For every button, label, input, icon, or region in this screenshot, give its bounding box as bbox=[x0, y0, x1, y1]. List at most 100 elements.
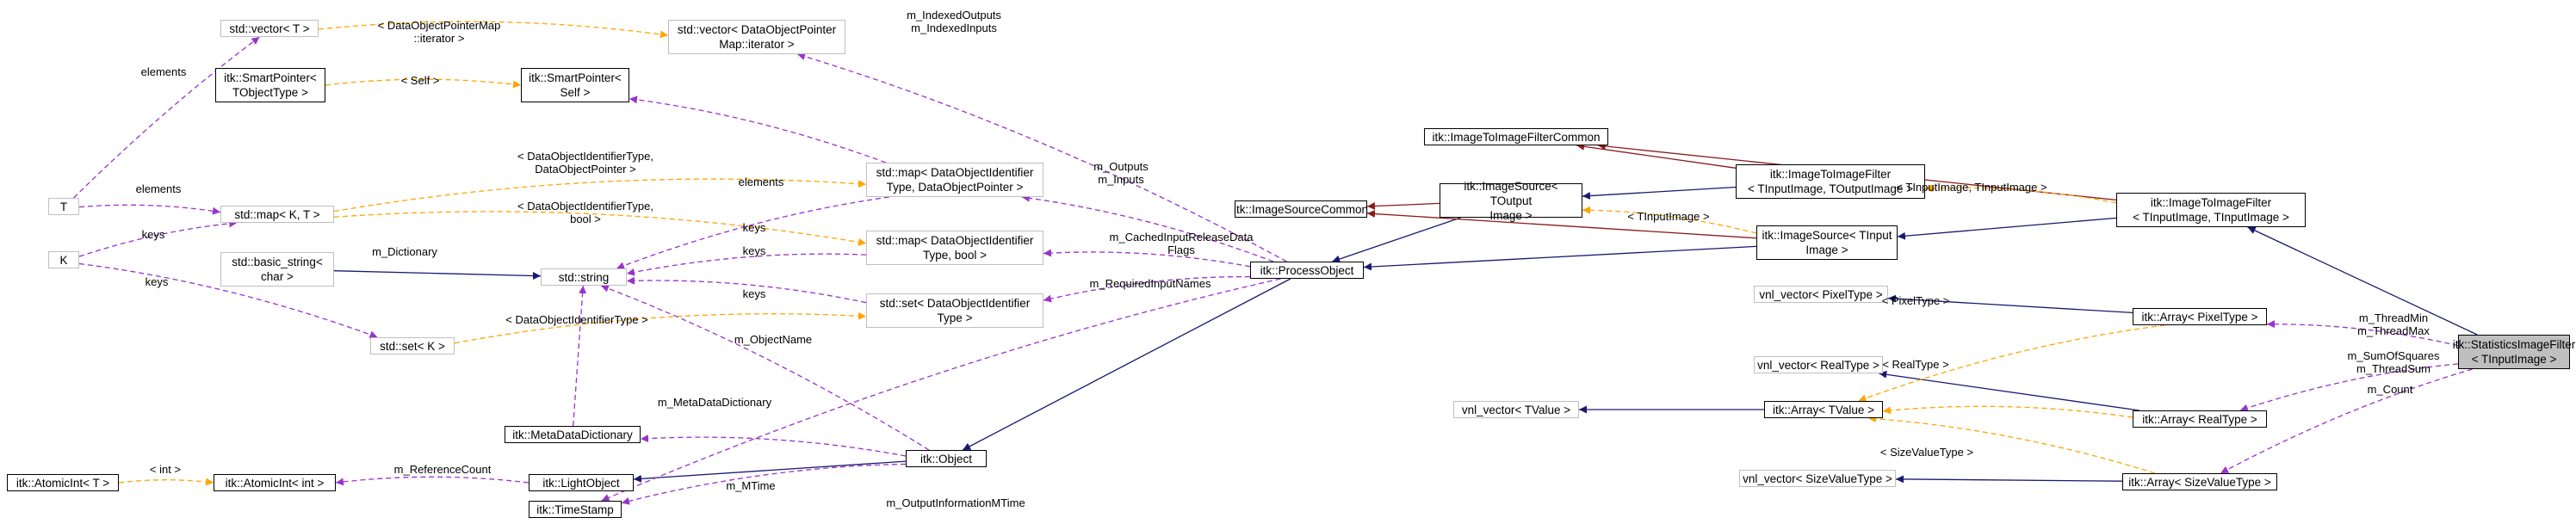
edge-label: < DataObjectIdentifierType, DataObjectPo… bbox=[517, 150, 653, 176]
edge-vnl_size-to-arr_size bbox=[1895, 475, 2123, 484]
edge-label: m_RequiredInputNames bbox=[1089, 277, 1211, 290]
class-node-arr-real[interactable]: itk::Array< RealType > bbox=[2133, 410, 2267, 428]
edge-vnl_real-to-arr_real bbox=[1879, 370, 2139, 411]
class-node-atomic-int[interactable]: itk::AtomicInt< int > bbox=[214, 474, 336, 491]
edge-arr_pixel-to-stats_filter bbox=[2266, 320, 2459, 347]
class-node-light-object[interactable]: itk::LightObject bbox=[529, 474, 634, 491]
edge-label: < RealType > bbox=[1882, 358, 1949, 371]
edge-label: elements bbox=[140, 65, 187, 78]
class-node-atomic-t[interactable]: itk::AtomicInt< T > bbox=[7, 474, 119, 491]
edge-i2i_common-to-i2i_tout bbox=[1576, 142, 1737, 169]
edge-process_object-to-img_src_tout bbox=[1332, 217, 1461, 263]
class-node-timestamp[interactable]: itk::TimeStamp bbox=[529, 501, 622, 518]
edge-vnl_pixel-to-arr_pixel bbox=[1887, 294, 2133, 314]
edge-label: < TInputImage > bbox=[1627, 210, 1710, 223]
edge-string-to-basic_string bbox=[333, 270, 542, 280]
edge-string-to-meta_dict bbox=[573, 285, 587, 427]
edge-map_kt-to-k bbox=[78, 219, 238, 257]
class-node-vnl-size: vnl_vector< SizeValueType > bbox=[1739, 470, 1896, 487]
edge-label: m_ReferenceCount bbox=[393, 463, 492, 476]
edge-img_src_common-to-img_src_tin bbox=[1366, 209, 1757, 239]
edge-atomic_int-to-atomic_t bbox=[118, 478, 214, 486]
edge-map_doi_bool-to-process_object bbox=[1043, 249, 1251, 268]
class-node-arr-size[interactable]: itk::Array< SizeValueType > bbox=[2122, 473, 2277, 490]
edge-string-to-map_doi_bool bbox=[626, 253, 867, 276]
edge-label: < Self > bbox=[400, 74, 440, 87]
edge-i2i_tin-to-stats_filter bbox=[2247, 226, 2478, 336]
edge-string-to-map_doi_dop bbox=[616, 196, 889, 269]
edge-vec_t-to-t bbox=[73, 36, 260, 199]
class-node-vnl-real: vnl_vector< RealType > bbox=[1754, 356, 1883, 373]
edge-vec_dop-to-process_object bbox=[796, 52, 1287, 262]
class-node-arr-pixel[interactable]: itk::Array< PixelType > bbox=[2133, 308, 2267, 325]
edge-label: m_ThreadMin m_ThreadMax bbox=[2357, 311, 2430, 337]
class-node-i2i-tout[interactable]: itk::ImageToImageFilter < TInputImage, T… bbox=[1736, 164, 1925, 199]
edge-object-to-process_object bbox=[962, 278, 1291, 451]
edge-label: keys bbox=[141, 228, 165, 241]
class-node-stats-filter[interactable]: itk::StatisticsImageFilter < TInputImage… bbox=[2453, 335, 2575, 369]
edge-arr_tvalue-to-arr_real bbox=[1882, 405, 2133, 418]
edge-label: < SizeValueType > bbox=[1879, 446, 1974, 459]
edge-label: m_CachedInputReleaseData Flags bbox=[1109, 231, 1254, 256]
edge-img_src_common-to-img_src_tout bbox=[1366, 201, 1440, 210]
class-node-string: std::string bbox=[541, 268, 627, 286]
class-node-sp-tot[interactable]: itk::SmartPointer< TObjectType > bbox=[215, 68, 325, 102]
edge-map_doi_dop-to-process_object bbox=[1021, 194, 1274, 262]
edge-label: elements bbox=[135, 182, 182, 195]
edge-label: m_MetaDataDictionary bbox=[657, 396, 772, 409]
class-node-meta-dict[interactable]: itk::MetaDataDictionary bbox=[505, 426, 641, 443]
edge-label: m_Count bbox=[2367, 383, 2413, 396]
edge-meta_dict-to-object bbox=[640, 435, 907, 457]
edge-label: m_Outputs m_Inputs bbox=[1093, 160, 1149, 186]
edge-timestamp-to-object bbox=[621, 463, 907, 505]
class-node-img-src-tin[interactable]: itk::ImageSource< TInput Image > bbox=[1756, 225, 1898, 260]
edge-label: < DataObjectIdentifierType > bbox=[505, 313, 648, 326]
edge-label: m_ObjectName bbox=[734, 333, 813, 346]
edge-light_object-to-object bbox=[633, 460, 907, 483]
edge-label: < DataObjectPointerMap ::iterator > bbox=[377, 19, 501, 45]
edge-process_object-to-img_src_tin bbox=[1363, 245, 1757, 271]
class-node-img-src-common[interactable]: itk::ImageSourceCommon bbox=[1234, 200, 1368, 218]
class-node-process-object[interactable]: itk::ProcessObject bbox=[1250, 262, 1364, 279]
class-node-vnl-pixel: vnl_vector< PixelType > bbox=[1754, 286, 1888, 303]
edge-map_kt-to-t bbox=[78, 204, 221, 215]
class-node-sp-self[interactable]: itk::SmartPointer< Self > bbox=[521, 68, 629, 102]
class-node-map-doi-bool: std::map< DataObjectIdentifier Type, boo… bbox=[866, 231, 1043, 265]
edge-set_doi-to-set_k bbox=[454, 311, 867, 344]
edge-label: keys bbox=[742, 287, 766, 300]
edge-sp_self-to-map_doi_dop bbox=[629, 96, 887, 163]
class-node-map-doi-dop: std::map< DataObjectIdentifier Type, Dat… bbox=[866, 163, 1043, 197]
edge-label: m_OutputInformationMTime bbox=[886, 496, 1025, 509]
edge-arr_size-to-stats_filter bbox=[2220, 368, 2473, 474]
edge-label: m_SumOfSquares m_ThreadSum bbox=[2347, 349, 2440, 375]
edge-map_doi_dop-to-map_kt bbox=[333, 178, 867, 213]
edge-img_src_tout-to-img_src_tin bbox=[1582, 206, 1757, 234]
edge-arr_tvalue-to-arr_size bbox=[1867, 415, 2156, 474]
edge-label: m_MTime bbox=[726, 479, 776, 492]
class-node-arr-tvalue[interactable]: itk::Array< TValue > bbox=[1764, 401, 1883, 418]
class-node-vec-t: std::vector< T > bbox=[220, 20, 319, 37]
edge-i2i_tout-to-i2i_tin bbox=[1924, 184, 2117, 204]
edge-img_src_tout-to-i2i_tout bbox=[1582, 186, 1737, 200]
edge-string-to-set_doi bbox=[626, 276, 867, 304]
edge-string-to-object bbox=[600, 285, 930, 451]
class-node-i2i-tin[interactable]: itk::ImageToImageFilter < TInputImage, T… bbox=[2116, 193, 2306, 227]
class-node-map-kt: std::map< K, T > bbox=[220, 206, 334, 223]
edge-atomic_int-to-light_object bbox=[335, 476, 529, 486]
class-node-i2i-common[interactable]: itk::ImageToImageFilterCommon bbox=[1424, 128, 1608, 145]
edge-img_src_tin-to-i2i_tin bbox=[1897, 217, 2117, 240]
edge-label: < int > bbox=[149, 463, 182, 476]
edge-label: < TInputImage, TInputImage > bbox=[1896, 181, 2047, 194]
class-node-set-k: std::set< K > bbox=[370, 337, 455, 354]
class-node-vnl-tvalue: vnl_vector< TValue > bbox=[1453, 401, 1579, 418]
edge-sp_self-to-sp_tot bbox=[325, 78, 522, 89]
class-node-img-src-tout[interactable]: itk::ImageSource< TOutput Image > bbox=[1440, 180, 1582, 222]
edge-label: m_IndexedOutputs m_IndexedInputs bbox=[907, 9, 1001, 34]
class-node-object[interactable]: itk::Object bbox=[906, 450, 987, 467]
class-node-set-doi: std::set< DataObjectIdentifier Type > bbox=[866, 293, 1043, 328]
class-node-t: T bbox=[48, 198, 79, 215]
edge-set_doi-to-process_object bbox=[1043, 275, 1251, 303]
edge-label: elements bbox=[738, 176, 784, 188]
